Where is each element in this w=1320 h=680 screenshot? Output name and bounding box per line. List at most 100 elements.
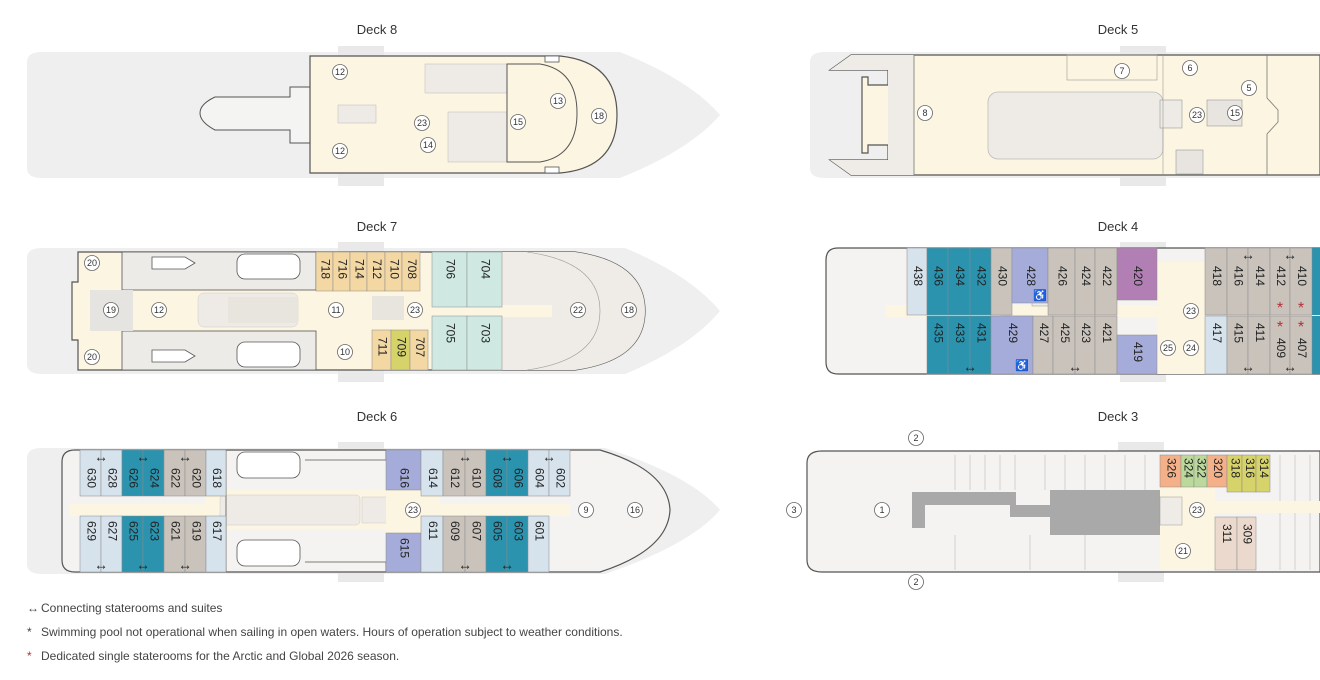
location-marker-18[interactable]: 18 [591,108,607,124]
cabin-433[interactable]: 433 [947,315,971,375]
cabin-619[interactable]: 619 [184,515,207,573]
location-marker-15[interactable]: 15 [510,114,526,130]
cabin-614[interactable]: 614 [420,449,444,497]
cabin-629[interactable]: 629 [79,515,102,573]
cabin-410[interactable]: 410* [1289,247,1313,317]
cabin-708[interactable]: 708 [401,251,421,292]
location-marker-12[interactable]: 12 [332,143,348,159]
cabin-420[interactable]: 420 [1116,247,1158,301]
cabin-601[interactable]: 601 [527,515,550,573]
location-marker-8[interactable]: 8 [917,105,933,121]
cabin-424[interactable]: 424 [1074,247,1096,316]
location-marker-23[interactable]: 23 [1183,303,1199,319]
cabin-630[interactable]: 630 [79,449,102,497]
cabin-604[interactable]: 604 [527,449,550,497]
cabin-418[interactable]: 418 [1204,247,1228,316]
cabin-436[interactable]: 436 [926,247,949,316]
cabin-612[interactable]: 612 [442,449,466,497]
location-marker-5[interactable]: 5 [1241,80,1257,96]
cabin-624[interactable]: 624 [142,449,165,497]
location-marker-12[interactable]: 12 [332,64,348,80]
cabin-434[interactable]: 434 [947,247,971,316]
cabin-706[interactable]: 706 [431,251,468,308]
cabin-427[interactable]: 427 [1032,315,1054,375]
cabin-430[interactable]: 430 [990,247,1013,316]
cabin-603[interactable]: 603 [506,515,529,573]
cabin-314[interactable]: 314 [1255,454,1271,493]
location-marker-1[interactable]: 1 [874,502,890,518]
location-marker-12[interactable]: 12 [151,302,167,318]
cabin-710[interactable]: 710 [384,251,403,292]
cabin-714[interactable]: 714 [349,251,368,292]
cabin-320[interactable]: 320 [1206,454,1228,488]
cabin-609[interactable]: 609 [442,515,466,573]
cabin-423[interactable]: 423 [1074,315,1096,375]
cabin-608[interactable]: 608 [485,449,508,497]
cabin-703[interactable]: 703 [466,315,503,371]
cabin-431[interactable]: 431 [969,315,992,375]
cabin-324[interactable]: 324 [1180,454,1195,488]
cabin-615[interactable]: 615 [385,532,422,573]
location-marker-19[interactable]: 19 [103,302,119,318]
cabin-709[interactable]: 709 [390,329,411,371]
cabin-432[interactable]: 432 [969,247,992,316]
cabin-438[interactable]: 438 [906,247,928,316]
cabin-707[interactable]: 707 [409,329,429,371]
cabin-616[interactable]: 616 [385,449,422,491]
cabin-421[interactable]: 421 [1094,315,1118,375]
cabin-428[interactable]: 428♿ [1011,247,1049,304]
cabin-621[interactable]: 621 [163,515,186,573]
cabin-628[interactable]: 628 [100,449,123,497]
cabin-318[interactable]: 318 [1226,454,1242,493]
location-marker-23[interactable]: 23 [405,502,421,518]
cabin-426[interactable]: 426 [1047,247,1076,316]
cabin-316[interactable]: 316 [1241,454,1257,493]
cabin-435[interactable]: 435 [926,315,949,375]
cabin-409[interactable]: 409* [1269,315,1291,375]
cabin-311[interactable]: 311 [1214,516,1238,571]
cabin-309[interactable]: 309 [1236,516,1257,571]
location-marker-15[interactable]: 15 [1227,105,1243,121]
location-marker-14[interactable]: 14 [420,137,436,153]
cabin-625[interactable]: 625 [121,515,144,573]
cabin-425[interactable]: 425 [1052,315,1076,375]
cabin-429[interactable]: 429♿ [990,315,1034,375]
location-marker-2[interactable]: 2 [908,430,924,446]
cabin-602[interactable]: 602 [548,449,571,497]
location-marker-7[interactable]: 7 [1114,63,1130,79]
location-marker-3[interactable]: 3 [786,502,802,518]
location-marker-23[interactable]: 23 [1189,502,1205,518]
location-marker-24[interactable]: 24 [1183,340,1199,356]
cabin-605[interactable]: 605 [485,515,508,573]
location-marker-23[interactable]: 23 [414,115,430,131]
location-marker-20[interactable]: 20 [84,349,100,365]
cabin-417[interactable]: 417 [1204,315,1228,375]
location-marker-10[interactable]: 10 [337,344,353,360]
cabin-326[interactable]: 326 [1159,454,1182,488]
location-marker-13[interactable]: 13 [550,93,566,109]
location-marker-20[interactable]: 20 [84,255,100,271]
cabin-627[interactable]: 627 [100,515,123,573]
cabin-626[interactable]: 626 [121,449,144,497]
cabin-705[interactable]: 705 [431,315,468,371]
location-marker-23[interactable]: 23 [407,302,423,318]
cabin-718[interactable]: 718 [315,251,334,292]
cabin-704[interactable]: 704 [466,251,503,308]
location-marker-9[interactable]: 9 [578,502,594,518]
location-marker-6[interactable]: 6 [1182,60,1198,76]
location-marker-11[interactable]: 11 [328,302,344,318]
cabin-322[interactable]: 322 [1193,454,1208,488]
cabin-617[interactable]: 617 [205,515,227,573]
cabin-415[interactable]: 415 [1226,315,1249,375]
cabin-419[interactable]: 419 [1116,334,1158,375]
cabin-407[interactable]: 407* [1289,315,1313,375]
cabin-712[interactable]: 712 [366,251,386,292]
cabin-618[interactable]: 618 [205,449,227,497]
location-marker-16[interactable]: 16 [627,502,643,518]
cabin-711[interactable]: 711 [371,329,392,371]
cabin-416[interactable]: 416 [1226,247,1249,316]
location-marker-23[interactable]: 23 [1189,107,1205,123]
cabin-422[interactable]: 422 [1094,247,1118,316]
location-marker-22[interactable]: 22 [570,302,586,318]
cabin-606[interactable]: 606 [506,449,529,497]
